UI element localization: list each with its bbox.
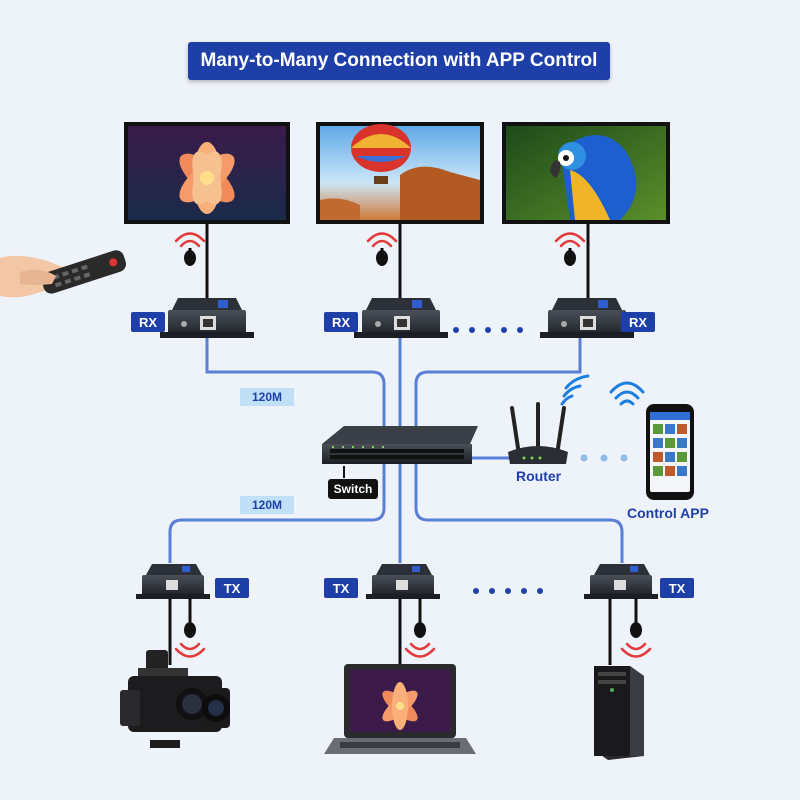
display-monitor-icon bbox=[124, 122, 290, 224]
hdmi-extender-icon bbox=[136, 564, 210, 599]
ir-receiver-icons bbox=[184, 598, 642, 638]
display-monitor-icon bbox=[502, 122, 670, 224]
more-devices-dots bbox=[453, 327, 543, 594]
ir-remote-icon bbox=[0, 250, 126, 298]
network-cables bbox=[168, 338, 624, 563]
hdmi-extender-icon bbox=[354, 298, 448, 338]
switch-label: Switch bbox=[328, 479, 378, 499]
ir-receiver-icons bbox=[184, 250, 576, 266]
tx-label: TX bbox=[324, 578, 358, 598]
laptop-icon bbox=[324, 664, 476, 754]
tx-label: TX bbox=[660, 578, 694, 598]
cable-switch-tx3 bbox=[414, 460, 624, 563]
rx-label: RX bbox=[324, 312, 358, 332]
ir-signal-icons bbox=[174, 642, 652, 658]
tx-label: TX bbox=[215, 578, 249, 598]
smartphone-icon bbox=[646, 404, 694, 500]
hdmi-extender-icon bbox=[160, 298, 254, 338]
wifi-icon bbox=[609, 381, 645, 406]
camcorder-icon bbox=[120, 650, 230, 748]
desktop-pc-icon bbox=[594, 666, 644, 760]
dotted-link bbox=[580, 454, 628, 462]
rx-label: RX bbox=[131, 312, 165, 332]
diagram-title: Many-to-Many Connection with APP Control bbox=[188, 42, 610, 80]
control-app-label: Control APP bbox=[627, 505, 709, 521]
speed-label: 120M bbox=[240, 388, 294, 406]
cable-switch-tx1 bbox=[168, 460, 386, 563]
ir-signal-icons bbox=[174, 232, 586, 248]
cable-rx1-switch bbox=[205, 338, 386, 430]
router-label: Router bbox=[516, 468, 562, 484]
cable-rx3-switch bbox=[414, 338, 582, 430]
display-monitor-icon bbox=[316, 122, 484, 224]
rx-label: RX bbox=[621, 312, 655, 332]
hdmi-extender-icon bbox=[584, 564, 658, 599]
speed-label: 120M bbox=[240, 496, 294, 514]
hdmi-extender-icon bbox=[366, 564, 440, 599]
router-icon bbox=[508, 402, 568, 464]
hdmi-extender-icon bbox=[540, 298, 634, 338]
wifi-icon bbox=[560, 374, 590, 406]
network-switch-icon bbox=[322, 426, 478, 478]
